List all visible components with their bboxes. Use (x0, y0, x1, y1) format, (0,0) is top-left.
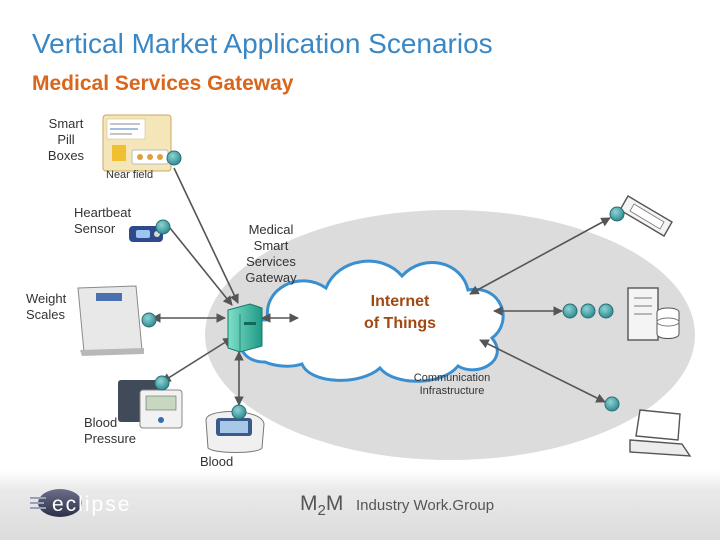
phone-icon (619, 195, 673, 237)
infrastructure-label: Communication Infrastructure (392, 372, 512, 398)
eclipse-logo-icon (30, 489, 82, 517)
node-server-3 (598, 303, 614, 319)
cloud-label-line2: of Things (364, 315, 436, 332)
node-server-2 (580, 303, 596, 319)
pill-box-icon (102, 114, 172, 172)
server-icon (627, 287, 680, 341)
arrow-cloud-laptop (479, 339, 606, 403)
label-heartbeat-sensor: Heartbeat Sensor (74, 205, 132, 236)
m2m-m2: M (325, 492, 344, 515)
glucose-meter-icon (205, 411, 265, 453)
node-weight-scales (141, 312, 157, 328)
arrow-heartbeat-gateway (169, 227, 233, 306)
label-near-field: Near field (106, 169, 154, 181)
label-blood-pressure: Blood Pressure (84, 415, 137, 446)
label-smart-pill-boxes-text: Smart Pill Boxes (47, 116, 85, 163)
arrow-cloud-phone (469, 217, 611, 295)
arrow-pillbox-gateway (173, 167, 239, 304)
m2m-2: 2 (317, 502, 326, 519)
label-gateway: Medical Smart Services Gateway (245, 222, 297, 285)
label-smart-pill-boxes: Smart Pill Boxes (40, 116, 92, 164)
laptop-icon (629, 409, 692, 457)
scale-icon (77, 285, 144, 356)
m2m-m1: M (300, 492, 318, 515)
node-laptop (604, 396, 620, 412)
eclipse-logo-text: eclipse (52, 493, 132, 516)
cloud-label: Internet of Things (340, 291, 460, 335)
footer-bar (0, 470, 720, 540)
node-heartbeat (155, 219, 171, 235)
gateway-box-icon (227, 303, 263, 353)
diagram-canvas (77, 114, 695, 460)
node-server-1 (562, 303, 578, 319)
infrastructure-label-line2: Infrastructure (419, 385, 485, 397)
page-subtitle: Medical Services Gateway (32, 72, 294, 95)
connection-arrows (151, 167, 611, 406)
node-pill-boxes (166, 150, 182, 166)
connection-nodes (141, 150, 625, 420)
node-blood-pressure (154, 375, 170, 391)
node-phone (609, 206, 625, 222)
label-weight-scales: Weight Scales (26, 291, 67, 322)
node-blood-sugar (231, 404, 247, 420)
arrow-bp-gateway (161, 337, 233, 383)
cloud-label-line1: Internet (370, 293, 430, 310)
m2m-logo: M2M (300, 492, 343, 519)
page-title: Vertical Market Application Scenarios (32, 28, 493, 59)
infrastructure-label-line1: Communication (413, 372, 491, 384)
workgroup-label: Industry Work.Group (356, 497, 495, 514)
